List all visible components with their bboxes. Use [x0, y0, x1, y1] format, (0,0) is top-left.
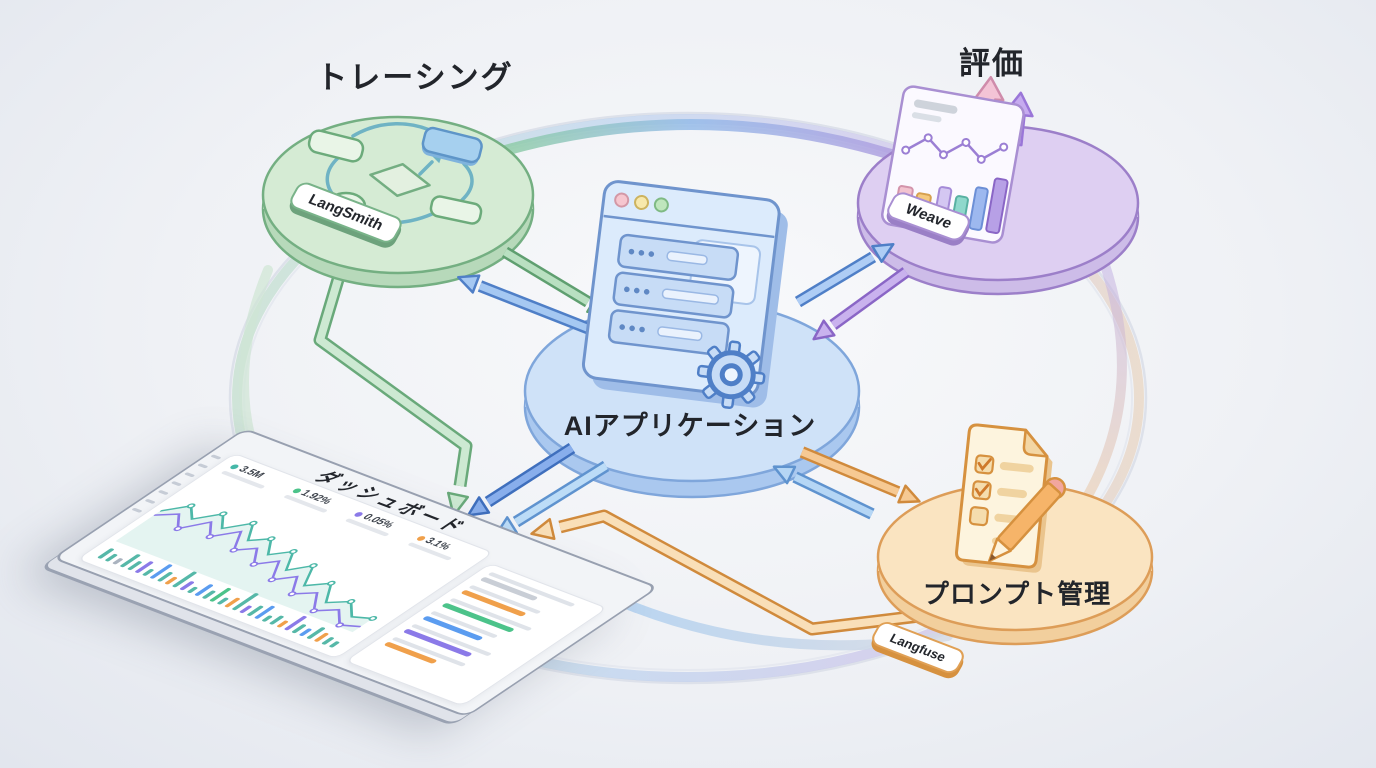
window-dot-green: [653, 197, 669, 213]
tracing-title: トレーシング: [316, 60, 514, 95]
server-stack-icon: [607, 233, 740, 357]
arrowhead-orange: [530, 518, 556, 540]
prompt-label: プロンプト管理: [922, 579, 1112, 609]
dashboard-tablet: ダッシュボード 3.5M 1.92% 0.05%: [51, 428, 660, 718]
kpi-rate-orange: 3.1%: [406, 533, 479, 566]
window-dot-pink: [614, 192, 630, 208]
background-ring: [228, 111, 1148, 685]
arrow-center-to-tracing: [457, 274, 595, 336]
ai-app-window-icon: [581, 180, 788, 409]
mini-bar-chart: [97, 548, 340, 648]
ai-app-label: AIアプリケーション: [563, 411, 817, 441]
pencil-icon: [987, 476, 1067, 563]
evaluation-title: 評価: [959, 46, 1025, 81]
prompt-doc-icon: [955, 423, 1067, 573]
gear-icon: [696, 340, 766, 409]
pipe-langfuse-to-dashboard: [530, 509, 953, 636]
arrow-evaluation-to-center: [812, 267, 910, 341]
arrow-center-to-evaluation: [794, 242, 895, 308]
ring-top-ribbon: [474, 119, 902, 164]
arrow-prompt-to-center: [772, 465, 875, 520]
arrow-center-to-dashboard-1: [466, 442, 576, 517]
arrow-center-to-prompt: [799, 446, 921, 504]
dashboard-main-chart-card: 3.5M 1.92% 0.05% 3.1%: [76, 452, 495, 660]
ring-right-ribbon: [1073, 257, 1127, 517]
dashboard-line-bar-chart: [86, 488, 439, 655]
kpi-requests: 3.5M: [220, 462, 292, 495]
window-dot-yellow: [634, 194, 650, 210]
